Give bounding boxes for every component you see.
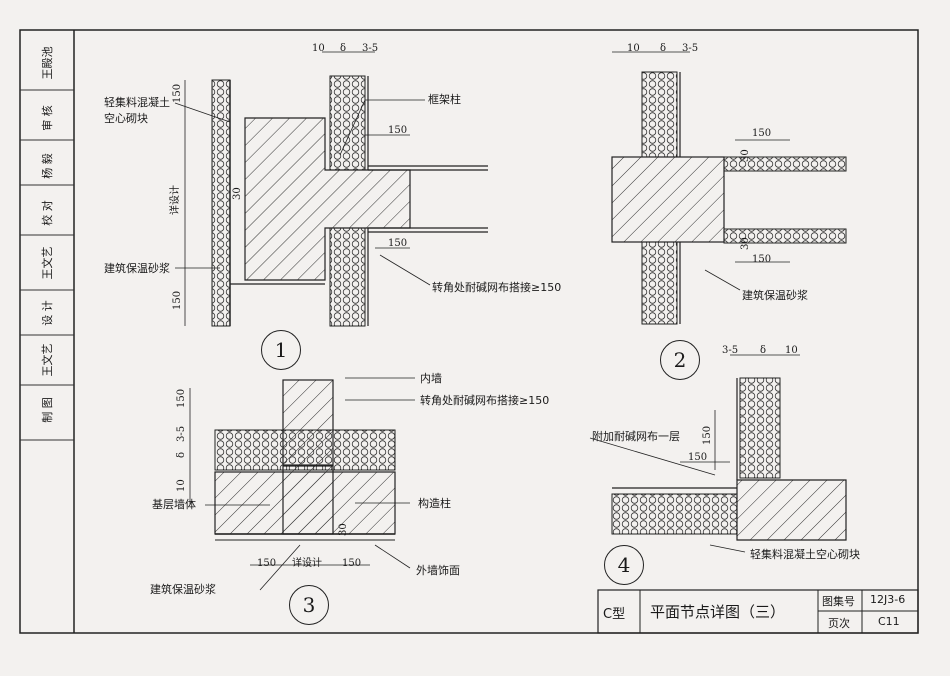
d1-label-block: 轻集料混凝土 <box>104 96 170 109</box>
d4-dim-150-a: 150 <box>702 425 713 445</box>
d1-label-design: 详设计 <box>170 185 181 215</box>
d3-label-base-wall: 基层墙体 <box>152 498 196 511</box>
d2-dim-delta: δ <box>660 43 667 54</box>
detail-2-number: 2 <box>660 340 700 380</box>
d1-dim-150-d: 150 <box>172 290 183 310</box>
detail-2-drawing <box>611 51 847 325</box>
d3-dim-3-5: 3-5 <box>176 425 187 442</box>
sidebar-role-1: 设 计 <box>41 300 54 326</box>
d4-dim-150-b: 150 <box>688 452 708 463</box>
detail-4-drawing <box>589 354 847 553</box>
sidebar-person-2: 杨 毅 <box>41 153 54 179</box>
tb-type: C型 <box>603 607 626 622</box>
d1-dim-30: 30 <box>232 187 243 200</box>
detail-1-drawing <box>174 51 488 327</box>
d1-dim-delta: δ <box>340 43 347 54</box>
d3-dim-design: 详设计 <box>292 558 322 569</box>
d4-label-extra-mesh: 附加耐碱网布一层 <box>592 430 680 443</box>
tb-atlas-label: 图集号 <box>822 595 855 608</box>
detail-4-number: 4 <box>604 545 644 585</box>
d1-label-mesh: 转角处耐碱网布搭接≥150 <box>432 281 562 294</box>
d1-label-block2: 空心砌块 <box>104 112 148 125</box>
d1-dim-150-b: 150 <box>388 238 408 249</box>
tb-atlas-value: 12J3-6 <box>870 593 906 606</box>
d3-label-mesh: 转角处耐碱网布搭接≥150 <box>420 394 550 407</box>
detail-3-drawing <box>189 377 415 591</box>
d3-label-inner-wall: 内墙 <box>420 372 442 385</box>
d1-dim-10: 10 <box>312 43 325 54</box>
d3-dim-150: 150 <box>176 388 187 408</box>
d3-label-tie-column: 构造柱 <box>418 497 451 510</box>
sidebar-role-2: 校 对 <box>41 200 54 226</box>
d3-dim-150-b: 150 <box>342 558 362 569</box>
d1-dim-150-c: 150 <box>172 83 183 103</box>
d3-dim-30: 30 <box>338 523 349 536</box>
d1-dim-150-a: 150 <box>388 125 408 136</box>
d1-label-column: 框架柱 <box>428 93 461 106</box>
d4-dim-delta: δ <box>760 345 767 356</box>
d2-dim-150-b: 150 <box>752 254 772 265</box>
sidebar-person-1: 王文艺 <box>41 246 54 280</box>
sidebar-person-3: 王殿池 <box>41 46 54 80</box>
d3-dim-delta: δ <box>176 451 187 458</box>
sidebar-person-0: 王文艺 <box>41 343 54 377</box>
d2-dim-10: 10 <box>627 43 640 54</box>
d2-label-mortar: 建筑保温砂浆 <box>742 289 808 302</box>
d4-dim-3-5: 3-5 <box>722 345 739 356</box>
detail-1-number: 1 <box>261 330 301 370</box>
d1-label-mortar: 建筑保温砂浆 <box>104 262 170 275</box>
sidebar-role-0: 制 图 <box>41 397 54 423</box>
d3-dim-10: 10 <box>176 479 187 492</box>
d2-dim-150-a: 150 <box>752 128 772 139</box>
sidebar-role-3: 审 核 <box>41 105 54 131</box>
d2-dim-30-b: 30 <box>740 237 751 250</box>
tb-page-label: 页次 <box>828 617 850 630</box>
d3-label-mortar: 建筑保温砂浆 <box>150 583 216 596</box>
detail-3-number: 3 <box>289 585 329 625</box>
d1-dim-3-5: 3-5 <box>362 43 379 54</box>
d3-label-finish: 外墙饰面 <box>416 564 460 577</box>
d2-dim-3-5: 3-5 <box>682 43 699 54</box>
tb-page-value: C11 <box>878 615 900 628</box>
d2-dim-30-a: 30 <box>740 149 751 162</box>
tb-title: 平面节点详图（三） <box>650 603 786 621</box>
d3-dim-150-a: 150 <box>257 558 277 569</box>
d4-dim-10: 10 <box>785 345 798 356</box>
d4-label-block: 轻集料混凝土空心砌块 <box>750 548 860 561</box>
